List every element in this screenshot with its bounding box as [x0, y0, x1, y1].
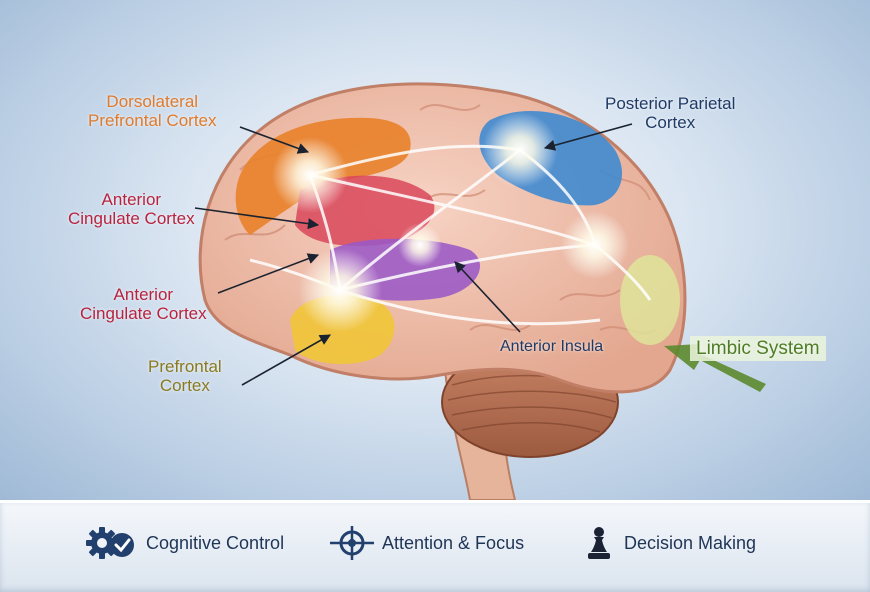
node-parietal	[561, 211, 629, 279]
gear-check-icon	[86, 527, 134, 559]
pointer-acc1	[194, 207, 320, 230]
feature-label-cognitive-control: Cognitive Control	[146, 532, 285, 553]
crosshair-icon	[330, 526, 374, 560]
feature-attention-focus: Attention & Focus	[330, 525, 524, 561]
node-dlpfc	[272, 137, 348, 213]
node-ppc	[482, 112, 558, 188]
pointer-acc2	[217, 253, 320, 294]
label-insula: Anterior Insula	[500, 338, 604, 355]
pointer-pfc	[241, 334, 331, 386]
pointer-ppc	[543, 123, 633, 151]
feature-bar: Cognitive Control Attention & Focus Deci…	[0, 500, 870, 592]
chess-pawn-icon	[588, 527, 610, 559]
node-pfc	[298, 248, 382, 332]
pointer-dlpfc	[239, 126, 310, 154]
feature-label-attention-focus: Attention & Focus	[382, 532, 525, 553]
node-insula	[398, 223, 442, 267]
label-limbic: Limbic System	[690, 336, 826, 362]
feature-cognitive-control: Cognitive Control	[86, 525, 284, 561]
feature-decision-making: Decision Making	[582, 525, 756, 561]
pointer-limbic	[664, 344, 766, 392]
brain-illustration	[194, 82, 766, 500]
feature-label-decision-making: Decision Making	[624, 532, 757, 553]
pointer-insula	[454, 261, 521, 333]
